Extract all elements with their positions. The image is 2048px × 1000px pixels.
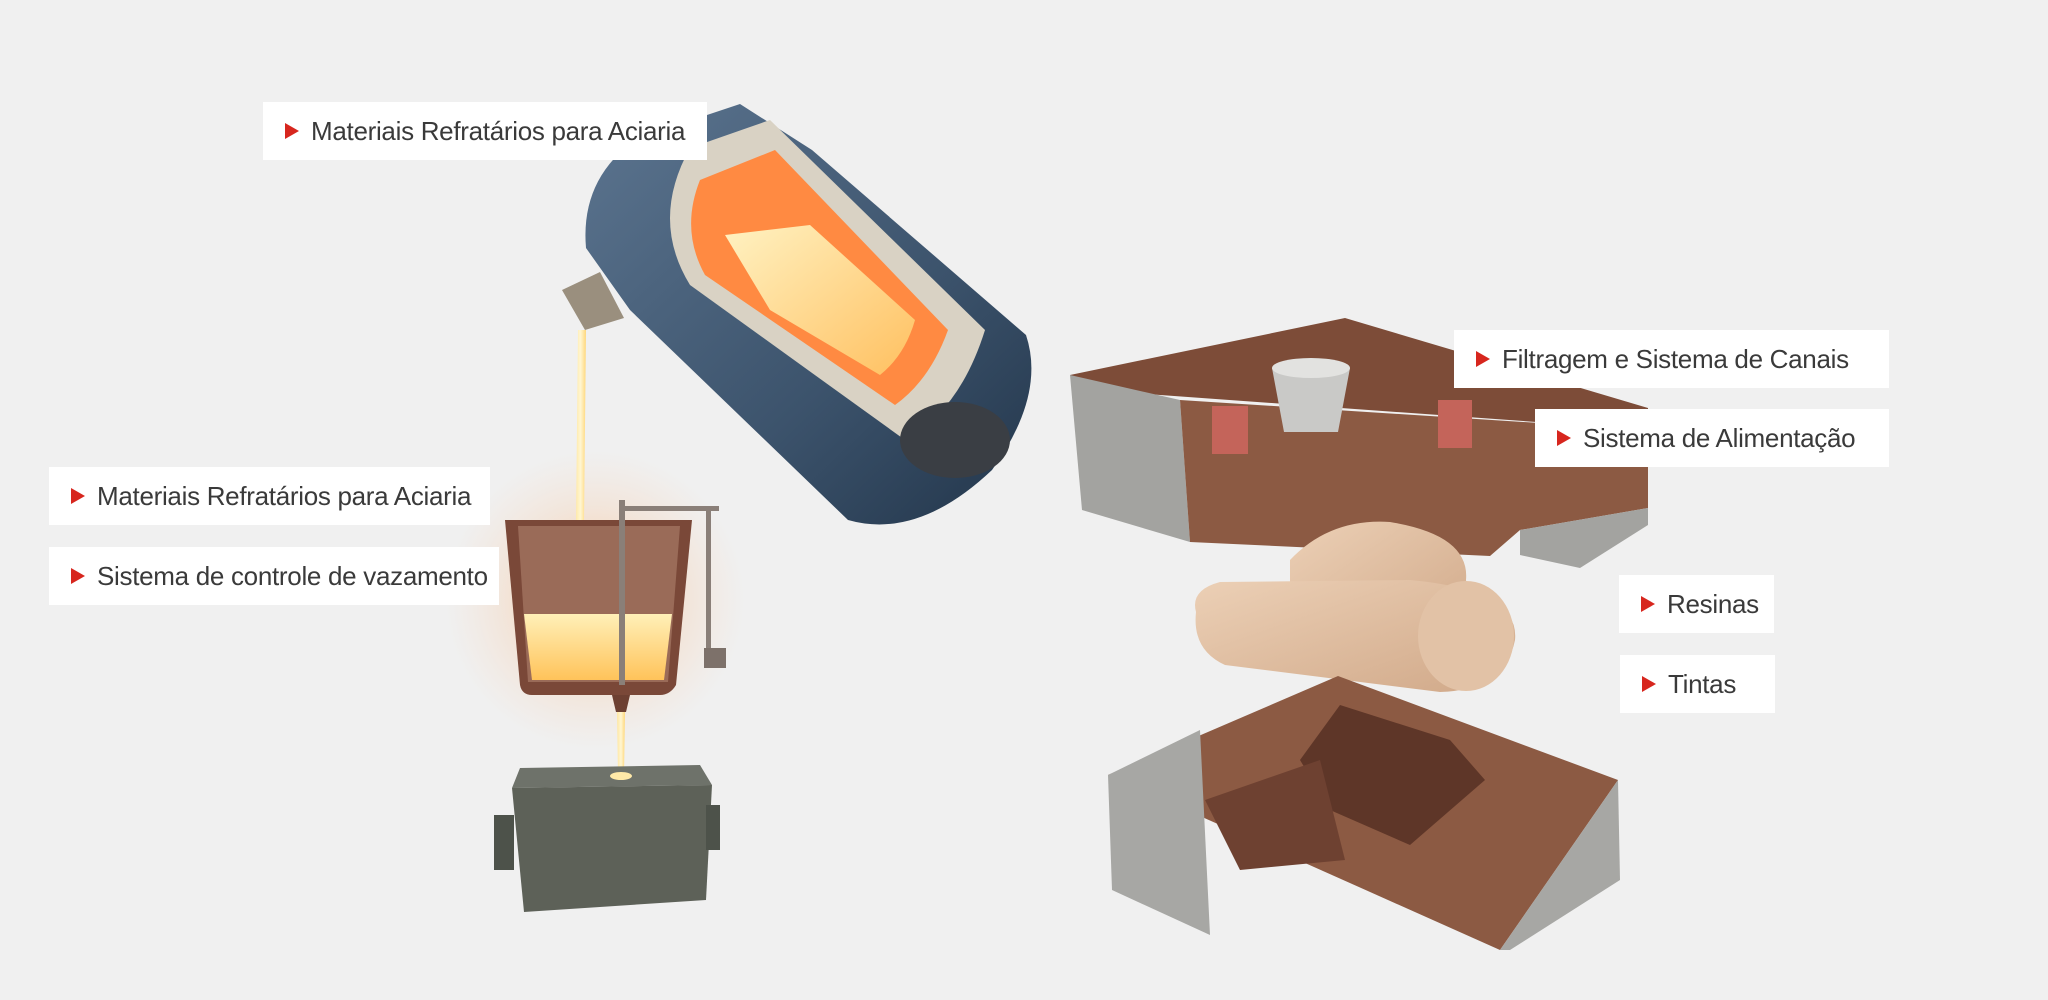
cope-feeder-right <box>1438 400 1472 448</box>
cope-mould-illustration <box>1070 318 1648 568</box>
label-filtration-gating[interactable]: Filtragem e Sistema de Canais <box>1454 330 1889 388</box>
label-text: Resinas <box>1667 588 1759 619</box>
triangle-right-icon <box>71 488 85 504</box>
cope-left-box <box>1070 375 1190 542</box>
furnace-spout <box>562 272 624 330</box>
core-end-face <box>1418 581 1514 691</box>
drag-cavity <box>1300 705 1485 845</box>
triangle-right-icon <box>71 568 85 584</box>
triangle-right-icon <box>1642 676 1656 692</box>
mould-box-front <box>512 785 712 912</box>
mould-box-clamp-left <box>494 815 514 870</box>
cope-top-face <box>1070 318 1648 430</box>
cope-right-box <box>1520 508 1648 568</box>
ladle-nozzle <box>612 695 630 712</box>
label-text: Tintas <box>1668 668 1737 699</box>
triangle-right-icon <box>1476 351 1490 367</box>
cope-pouring-cup <box>1272 368 1350 432</box>
label-feeding-system[interactable]: Sistema de Alimentação <box>1535 409 1889 467</box>
label-ladle-refractory[interactable]: Materiais Refratários para Aciaria <box>49 467 490 525</box>
furnace-illustration <box>562 104 1032 525</box>
label-furnace-refractory[interactable]: Materiais Refratários para Aciaria <box>263 102 707 160</box>
furnace-bottom-opening <box>900 402 1010 478</box>
ladle-lever-arm <box>619 506 719 511</box>
cope-feeder-left <box>1212 406 1248 454</box>
furnace-molten-metal <box>725 225 915 375</box>
triangle-right-icon <box>285 123 299 139</box>
label-coatings[interactable]: Tintas <box>1620 655 1775 713</box>
drag-channel <box>1205 760 1345 870</box>
triangle-right-icon <box>1557 430 1571 446</box>
drag-right-box <box>1500 780 1620 950</box>
triangle-right-icon <box>1641 596 1655 612</box>
cope-pouring-cup-rim <box>1272 358 1350 378</box>
cope-section-face <box>1180 400 1648 556</box>
label-text: Filtragem e Sistema de Canais <box>1502 343 1849 374</box>
mould-box-clamp-right <box>706 805 720 850</box>
mould-box-illustration <box>494 765 720 912</box>
label-resins[interactable]: Resinas <box>1619 575 1774 633</box>
drag-left-box <box>1108 730 1210 935</box>
ladle-pouring-stream <box>617 712 625 775</box>
ladle-molten-metal <box>524 614 672 680</box>
ladle-lever-post <box>706 506 711 662</box>
ladle-lever-foot <box>704 648 726 668</box>
label-text: Materiais Refratários para Aciaria <box>311 115 686 146</box>
ladle-illustration <box>505 500 726 712</box>
label-text: Sistema de controle de vazamento <box>97 560 488 591</box>
core-illustration <box>1195 521 1516 692</box>
ladle-stopper-rod <box>619 500 625 685</box>
label-text: Materiais Refratários para Aciaria <box>97 480 472 511</box>
drag-mould-illustration <box>1108 676 1620 950</box>
label-pouring-control[interactable]: Sistema de controle de vazamento <box>49 547 499 605</box>
label-text: Sistema de Alimentação <box>1583 422 1856 453</box>
mould-pour-cup <box>610 772 632 780</box>
